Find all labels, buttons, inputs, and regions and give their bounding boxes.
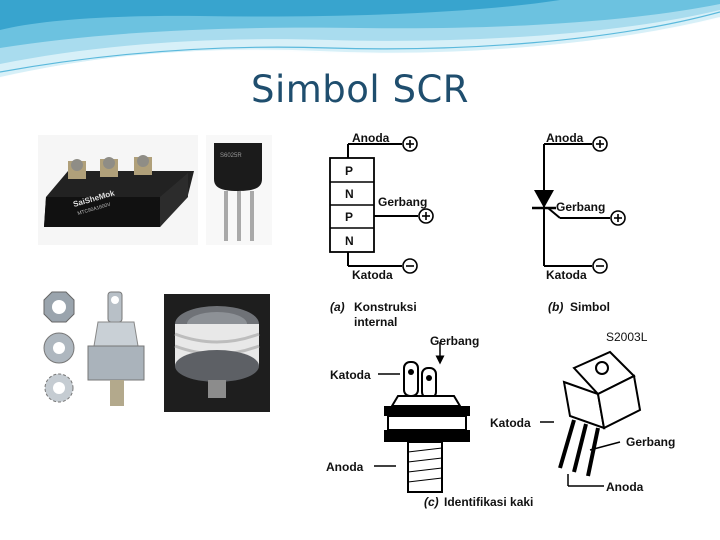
diagram-d-part-number: S2003L [606, 330, 648, 344]
diagram-a-gate-label: Gerbang [378, 195, 428, 209]
diagram-b-cathode-label: Katoda [546, 268, 587, 282]
diode-triangle-icon [534, 190, 554, 208]
diagram-c-pin-id [374, 342, 470, 493]
diagram-c-caption-letter: (c) [424, 495, 439, 509]
diagram-d-cathode-label: Katoda [490, 416, 531, 430]
diagram-d-anode-label: Anoda [606, 480, 644, 494]
diagram-a-layer-n2: N [345, 234, 354, 248]
diagram-b-caption-letter: (b) [548, 300, 564, 314]
diagram-c-cathode-label: Katoda [330, 368, 371, 382]
diagram-a-caption-line1: Konstruksi [354, 300, 417, 314]
scr-stud-photo [38, 286, 156, 410]
diagram-c-caption-text: Identifikasi kaki [444, 495, 534, 509]
scr-disc-photo [164, 294, 270, 412]
diagram-d-to220 [540, 350, 642, 487]
diagram-a-layer-n1: N [345, 187, 354, 201]
diagram-a-anode-label: Anoda [352, 131, 390, 145]
diagram-b-caption-text: Simbol [570, 300, 611, 314]
scr-to92-photo: S6025R [206, 135, 272, 245]
diagram-a-caption-letter: (a) [330, 300, 345, 314]
scr-module-photo: SaiSheMok MTC90A1600V [38, 135, 198, 245]
slide-title: Simbol SCR [250, 68, 469, 111]
diagram-a-caption-line2: internal [354, 315, 398, 329]
diagram-b-symbol [532, 136, 626, 274]
header-swoosh [0, 0, 720, 79]
diagram-a-cathode-label: Katoda [352, 268, 393, 282]
diagram-b-anode-label: Anoda [546, 131, 584, 145]
diagram-d-gate-label: Gerbang [626, 435, 676, 449]
diagram-b-gate-label: Gerbang [556, 200, 606, 214]
diagram-a-layer-p2: P [345, 210, 354, 224]
to92-marking-label: S6025R [220, 153, 242, 159]
diagram-c-gate-label: Gerbang [430, 334, 480, 348]
diagram-a-layer-p1: P [345, 164, 354, 178]
diagram-a-construction [329, 136, 434, 274]
diagram-c-anode-label: Anoda [326, 460, 364, 474]
